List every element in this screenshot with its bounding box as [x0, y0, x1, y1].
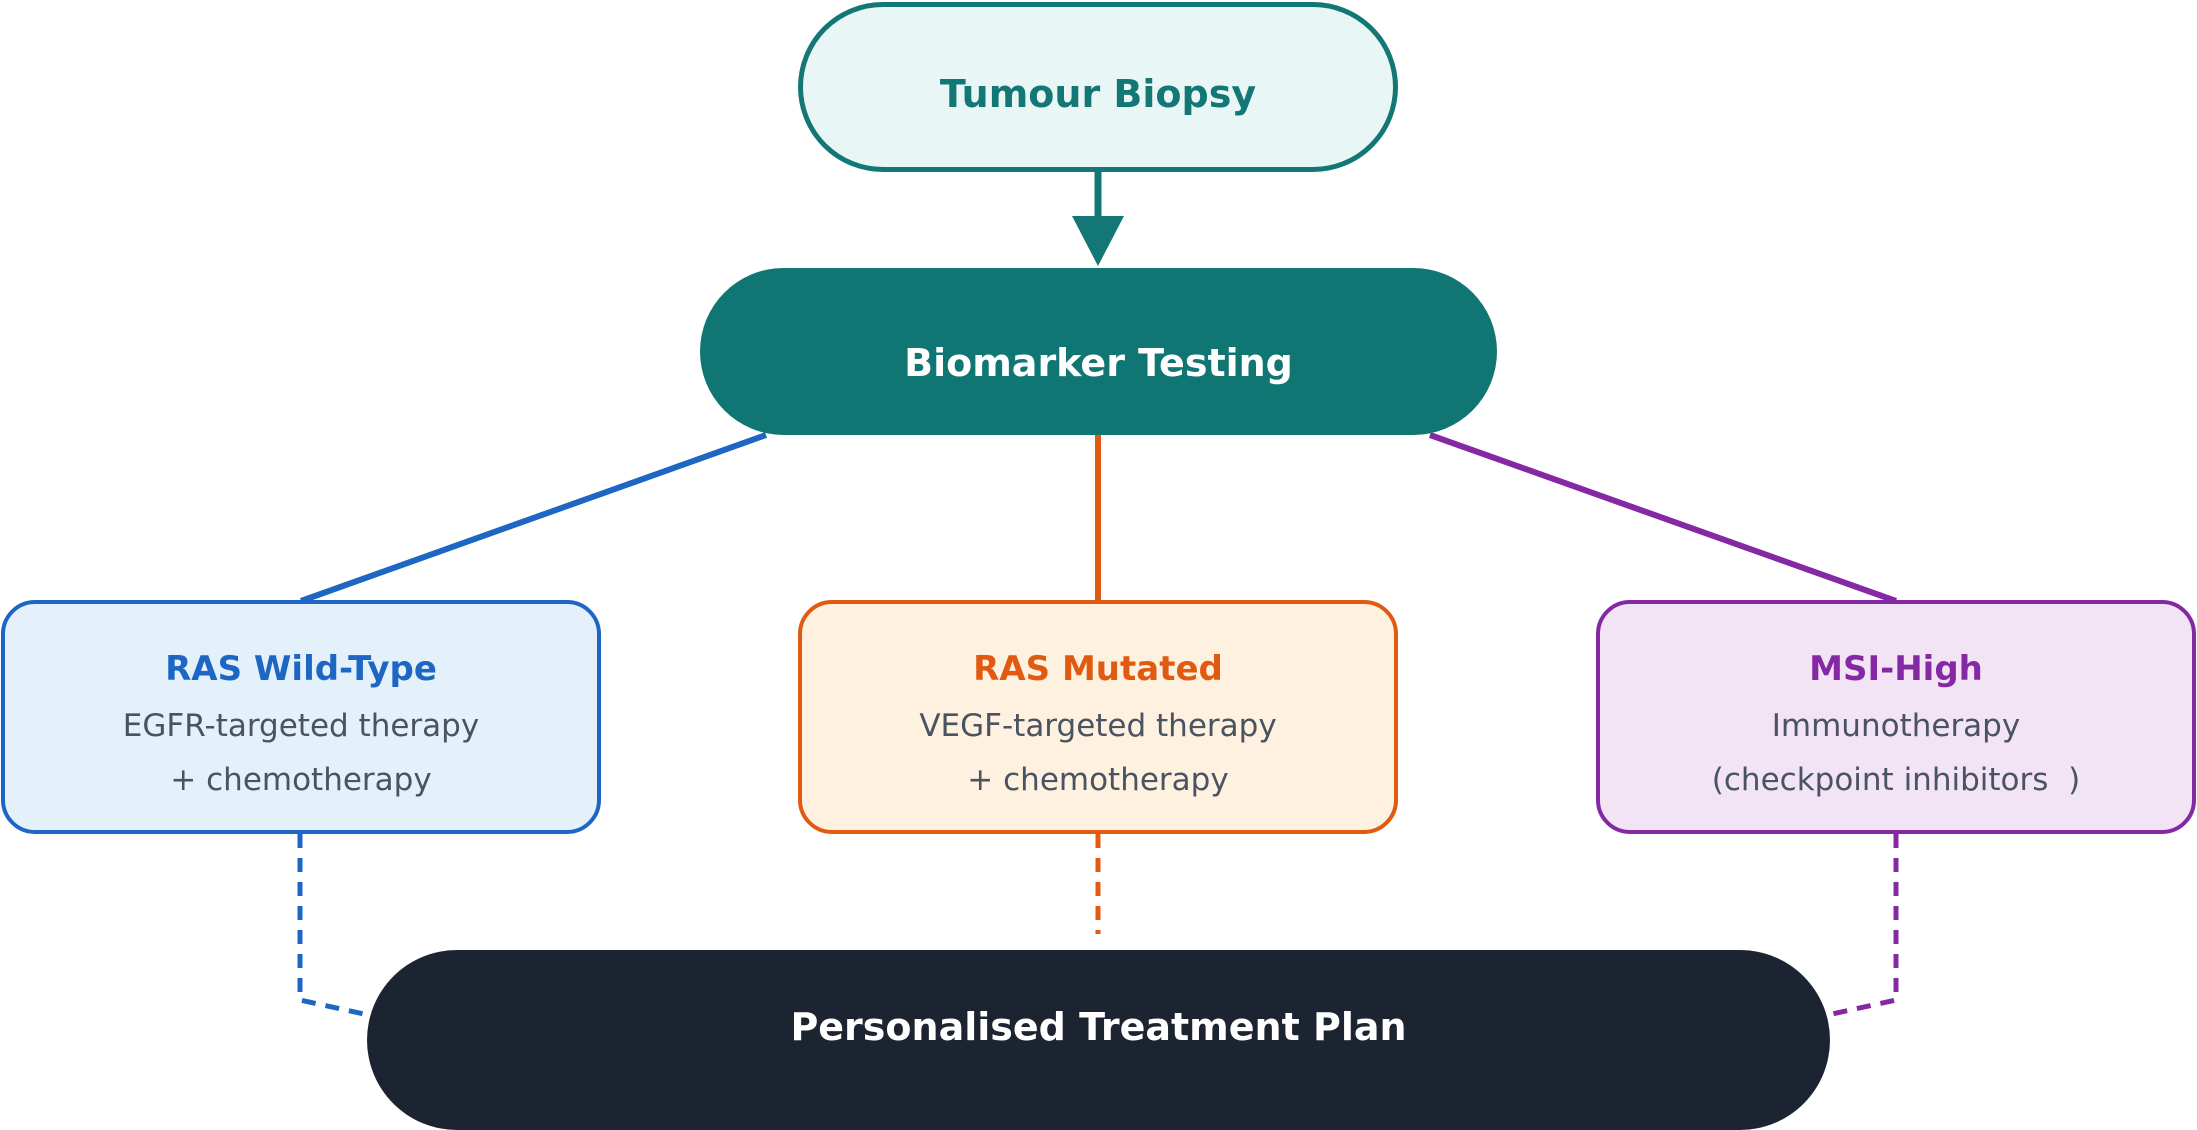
msi-high-line-2: (checkpoint inhibitors )	[1711, 762, 2081, 798]
dashed-msi-high-to-plan	[1831, 834, 1899, 1017]
dashed-wild-type-to-plan	[297, 834, 365, 1017]
tumour-biopsy-node: Tumour Biopsy	[798, 2, 1398, 172]
connectors	[297, 170, 1899, 1017]
treatment-plan-node: Personalised Treatment Plan	[367, 950, 1830, 1130]
msi-high-node: MSI-High Immunotherapy (checkpoint inhib…	[1596, 600, 2196, 834]
ras-mutated-node: RAS Mutated VEGF-targeted therapy + chem…	[798, 600, 1398, 834]
arrow-head	[1072, 216, 1124, 266]
ras-wild-type-node: RAS Wild-Type EGFR-targeted therapy + ch…	[1, 600, 601, 834]
biomarker-testing-node: Biomarker Testing	[700, 268, 1497, 435]
ras-wild-type-line-2: + chemotherapy	[170, 762, 432, 798]
ras-mutated-line-2: + chemotherapy	[967, 762, 1229, 798]
ras-mutated-title: RAS Mutated	[973, 649, 1223, 689]
line-testing-to-wild-type	[299, 432, 768, 604]
ras-wild-type-title: RAS Wild-Type	[165, 649, 437, 689]
msi-high-title: MSI-High	[1809, 649, 1983, 689]
tumour-biopsy-title: Tumour Biopsy	[939, 72, 1257, 116]
line-testing-to-msi-high	[1428, 432, 1898, 604]
treatment-plan-title: Personalised Treatment Plan	[790, 1005, 1407, 1049]
biomarker-testing-title: Biomarker Testing	[904, 340, 1293, 385]
msi-high-line-1: Immunotherapy	[1771, 708, 2021, 744]
ras-mutated-line-1: VEGF-targeted therapy	[919, 708, 1277, 744]
ras-wild-type-line-1: EGFR-targeted therapy	[122, 708, 480, 744]
